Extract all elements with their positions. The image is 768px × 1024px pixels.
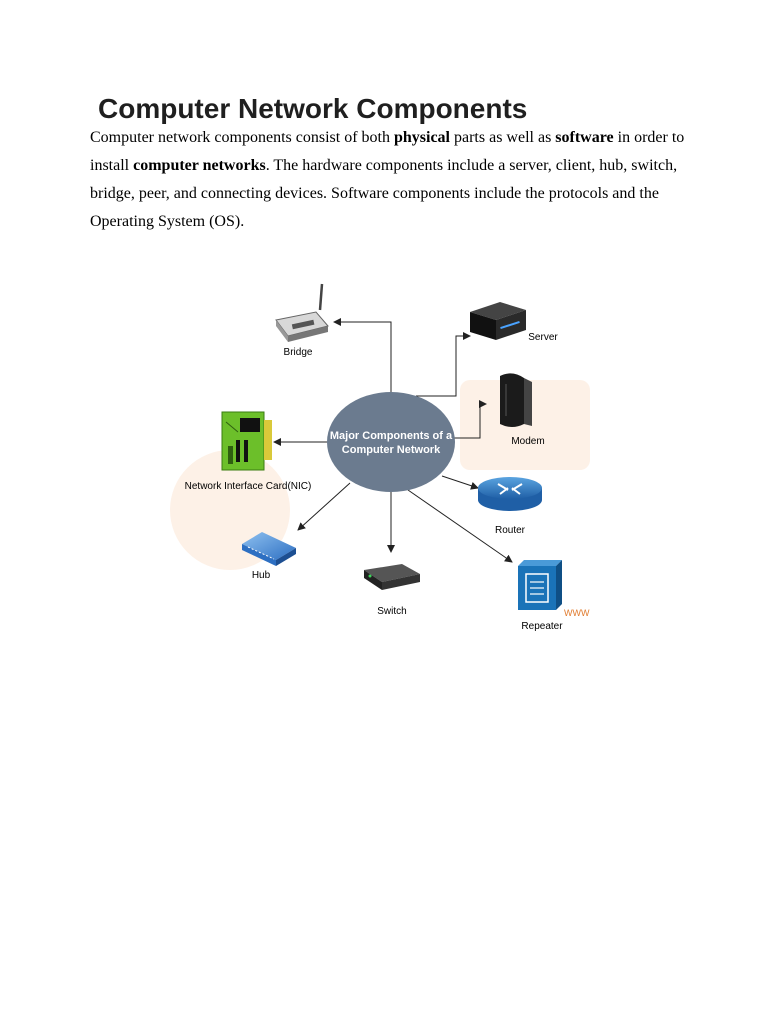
node-label-nic: Network Interface Card(NIC) bbox=[185, 481, 312, 492]
connector-modem bbox=[452, 400, 487, 439]
connector-lines bbox=[273, 318, 513, 563]
center-ellipse bbox=[327, 392, 455, 492]
node-label-bridge: Bridge bbox=[284, 347, 313, 358]
router-icon bbox=[478, 477, 542, 511]
node-label-switch: Switch bbox=[377, 606, 406, 617]
network-components-diagram: Major Components of a Computer Network B… bbox=[160, 280, 590, 636]
connector-bridge bbox=[333, 318, 392, 392]
connector-router bbox=[441, 475, 479, 490]
page-title: Computer Network Components bbox=[98, 93, 528, 124]
node-label-hub: Hub bbox=[252, 570, 271, 581]
hub-icon bbox=[242, 532, 296, 566]
paragraph-bold-computer-networks: computer networks bbox=[133, 157, 266, 174]
node-label-repeater: Repeater bbox=[521, 621, 563, 632]
connector-hub bbox=[297, 482, 351, 531]
paragraph-text: parts as well as bbox=[449, 129, 556, 146]
switch-icon bbox=[364, 564, 420, 590]
node-label-modem: Modem bbox=[511, 436, 544, 447]
server-icon bbox=[470, 302, 526, 340]
connector-repeater bbox=[407, 489, 513, 563]
diagram-svg: Major Components of a Computer Network B… bbox=[170, 283, 590, 632]
intro-paragraph: Computer network components consist of b… bbox=[90, 124, 690, 236]
wireless-router-icon bbox=[275, 283, 329, 342]
paragraph-text: . The hardware components include a serv… bbox=[90, 157, 678, 230]
network-card-icon bbox=[221, 411, 272, 471]
center-node: Major Components of a Computer Network bbox=[327, 392, 455, 492]
node-label-server: Server bbox=[528, 332, 558, 343]
modem-icon bbox=[500, 373, 532, 427]
repeater-icon bbox=[518, 560, 562, 610]
center-label-line1: Major Components of a bbox=[330, 430, 453, 442]
node-label-router: Router bbox=[495, 525, 526, 536]
center-label-line2: Computer Network bbox=[342, 444, 441, 456]
paragraph-bold-physical: physical bbox=[393, 129, 450, 146]
paragraph-bold-software: software bbox=[555, 129, 614, 146]
paragraph-text: in order to install bbox=[90, 129, 685, 174]
watermark-text: WWW bbox=[564, 608, 590, 618]
paragraph-text: Computer network components consist of b… bbox=[90, 129, 394, 146]
connector-server bbox=[416, 332, 471, 397]
